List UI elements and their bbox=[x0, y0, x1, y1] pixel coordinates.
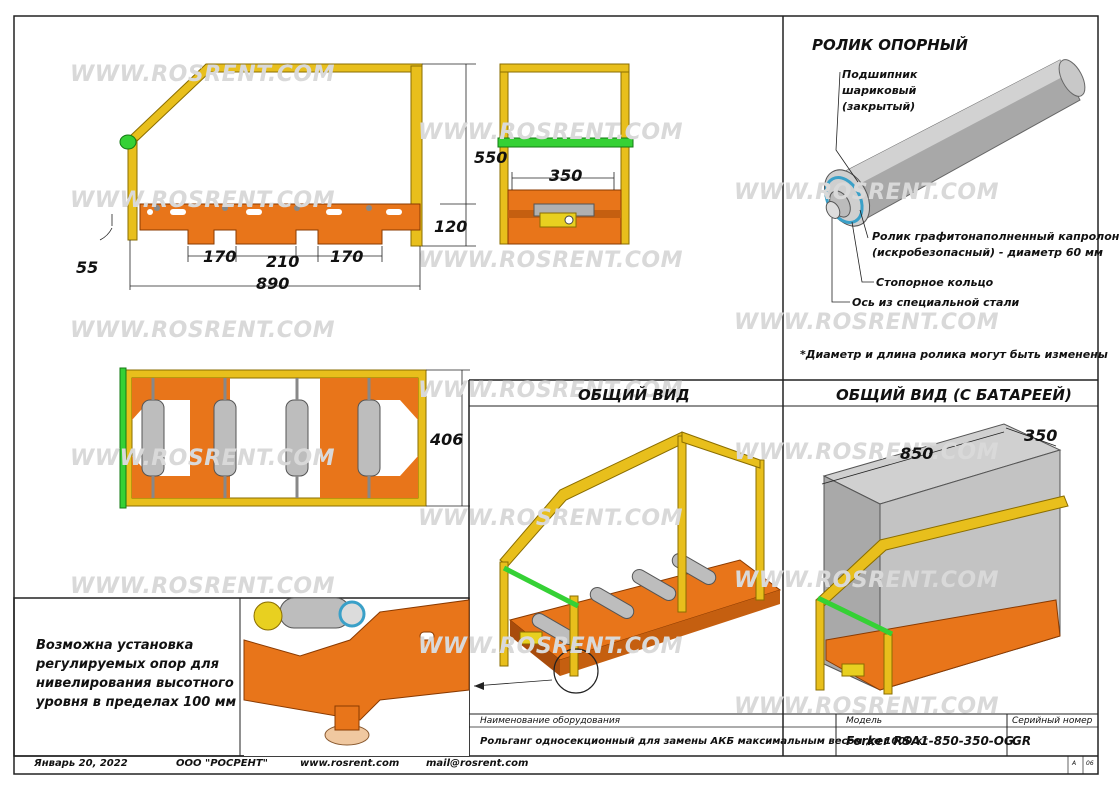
watermark: WWW.ROSRENT.COM bbox=[418, 634, 683, 659]
bearing-label-line3: (закрытый) bbox=[842, 100, 916, 113]
roller-footnote: *Диаметр и длина ролика могут быть измен… bbox=[800, 348, 1108, 361]
retaining-ring-label: Стопорное кольцо bbox=[876, 276, 994, 289]
model-header: Модель bbox=[846, 716, 883, 726]
dim-width-350: 350 bbox=[549, 166, 583, 185]
dim-width-406: 406 bbox=[430, 430, 464, 449]
watermark: WWW.ROSRENT.COM bbox=[418, 378, 683, 403]
sheet-border bbox=[13, 15, 1099, 775]
general-view-title: ОБЩИЙ ВИД bbox=[578, 386, 690, 404]
feet-note: Возможна установка регулируемых опор для… bbox=[36, 636, 236, 712]
serial-value: GR bbox=[1012, 734, 1032, 748]
top-dim-lines bbox=[426, 369, 470, 507]
dim-height-120: 120 bbox=[434, 217, 468, 236]
battery-view-image bbox=[815, 423, 1069, 695]
dim-offset-55: 55 bbox=[76, 258, 99, 277]
watermark: WWW.ROSRENT.COM bbox=[70, 446, 335, 471]
watermark: WWW.ROSRENT.COM bbox=[734, 694, 999, 719]
axle-label: Ось из специальной стали bbox=[852, 296, 1020, 309]
roller-material-line1: Ролик графитонаполненный капролон bbox=[872, 230, 1119, 243]
feet-note-line1: Возможна установка bbox=[36, 638, 194, 653]
equipment-value: Рольганг односекционный для замены АКБ м… bbox=[480, 736, 928, 747]
dim-210: 210 bbox=[266, 252, 300, 271]
watermark: WWW.ROSRENT.COM bbox=[734, 568, 999, 593]
battery-width-350: 350 bbox=[1024, 426, 1058, 445]
watermark: WWW.ROSRENT.COM bbox=[734, 180, 999, 205]
bearing-label-line2: шариковый bbox=[842, 84, 917, 97]
equipment-header: Наименование оборудования bbox=[480, 716, 621, 726]
watermark: WWW.ROSRENT.COM bbox=[734, 310, 999, 335]
feet-note-line2: регулируемых опор для bbox=[36, 657, 219, 672]
watermark: WWW.ROSRENT.COM bbox=[418, 120, 683, 145]
footer-company: ООО "РОСРЕНТ" bbox=[176, 758, 268, 769]
model-value: Forker RSA1-850-350-OG bbox=[846, 734, 1014, 748]
dim-length-890: 890 bbox=[256, 274, 290, 293]
footer-date: Январь 20, 2022 bbox=[34, 758, 128, 769]
bearing-label-line1: Подшипник bbox=[842, 68, 918, 81]
watermark: WWW.ROSRENT.COM bbox=[70, 62, 335, 87]
general-view-battery-title: ОБЩИЙ ВИД (С БАТАРЕЕЙ) bbox=[836, 386, 1072, 404]
watermark: WWW.ROSRENT.COM bbox=[418, 506, 683, 531]
feet-detail-image bbox=[243, 597, 470, 756]
sheet-format: А bbox=[1072, 760, 1077, 767]
watermark: WWW.ROSRENT.COM bbox=[70, 188, 335, 213]
watermark: WWW.ROSRENT.COM bbox=[70, 574, 335, 599]
battery-length-850: 850 bbox=[900, 444, 934, 463]
front-dim-lines bbox=[511, 172, 615, 190]
dim-height-550: 550 bbox=[474, 148, 508, 167]
feet-note-line4: уровня в пределах 100 мм bbox=[36, 695, 237, 710]
sheet-number: 06 bbox=[1086, 760, 1094, 767]
roller-image bbox=[823, 59, 1086, 303]
watermark: WWW.ROSRENT.COM bbox=[734, 440, 999, 465]
general-view-image bbox=[473, 431, 782, 694]
feet-note-line3: нивелирования высотного bbox=[36, 676, 234, 691]
front-view bbox=[497, 63, 634, 245]
watermark: WWW.ROSRENT.COM bbox=[418, 248, 683, 273]
roller-material-line2: (искробезопасный) - диаметр 60 мм bbox=[872, 246, 1103, 259]
footer-email[interactable]: mail@rosrent.com bbox=[426, 758, 529, 769]
footer-website[interactable]: www.rosrent.com bbox=[300, 758, 400, 769]
dim-170-left: 170 bbox=[203, 247, 237, 266]
serial-header: Серийный номер bbox=[1012, 716, 1093, 726]
watermark: WWW.ROSRENT.COM bbox=[70, 318, 335, 343]
dim-170-right: 170 bbox=[330, 247, 364, 266]
side-view bbox=[119, 63, 423, 247]
top-view bbox=[119, 367, 427, 509]
roller-panel-title: РОЛИК ОПОРНЫЙ bbox=[812, 36, 968, 54]
side-dim-lines bbox=[99, 63, 476, 290]
